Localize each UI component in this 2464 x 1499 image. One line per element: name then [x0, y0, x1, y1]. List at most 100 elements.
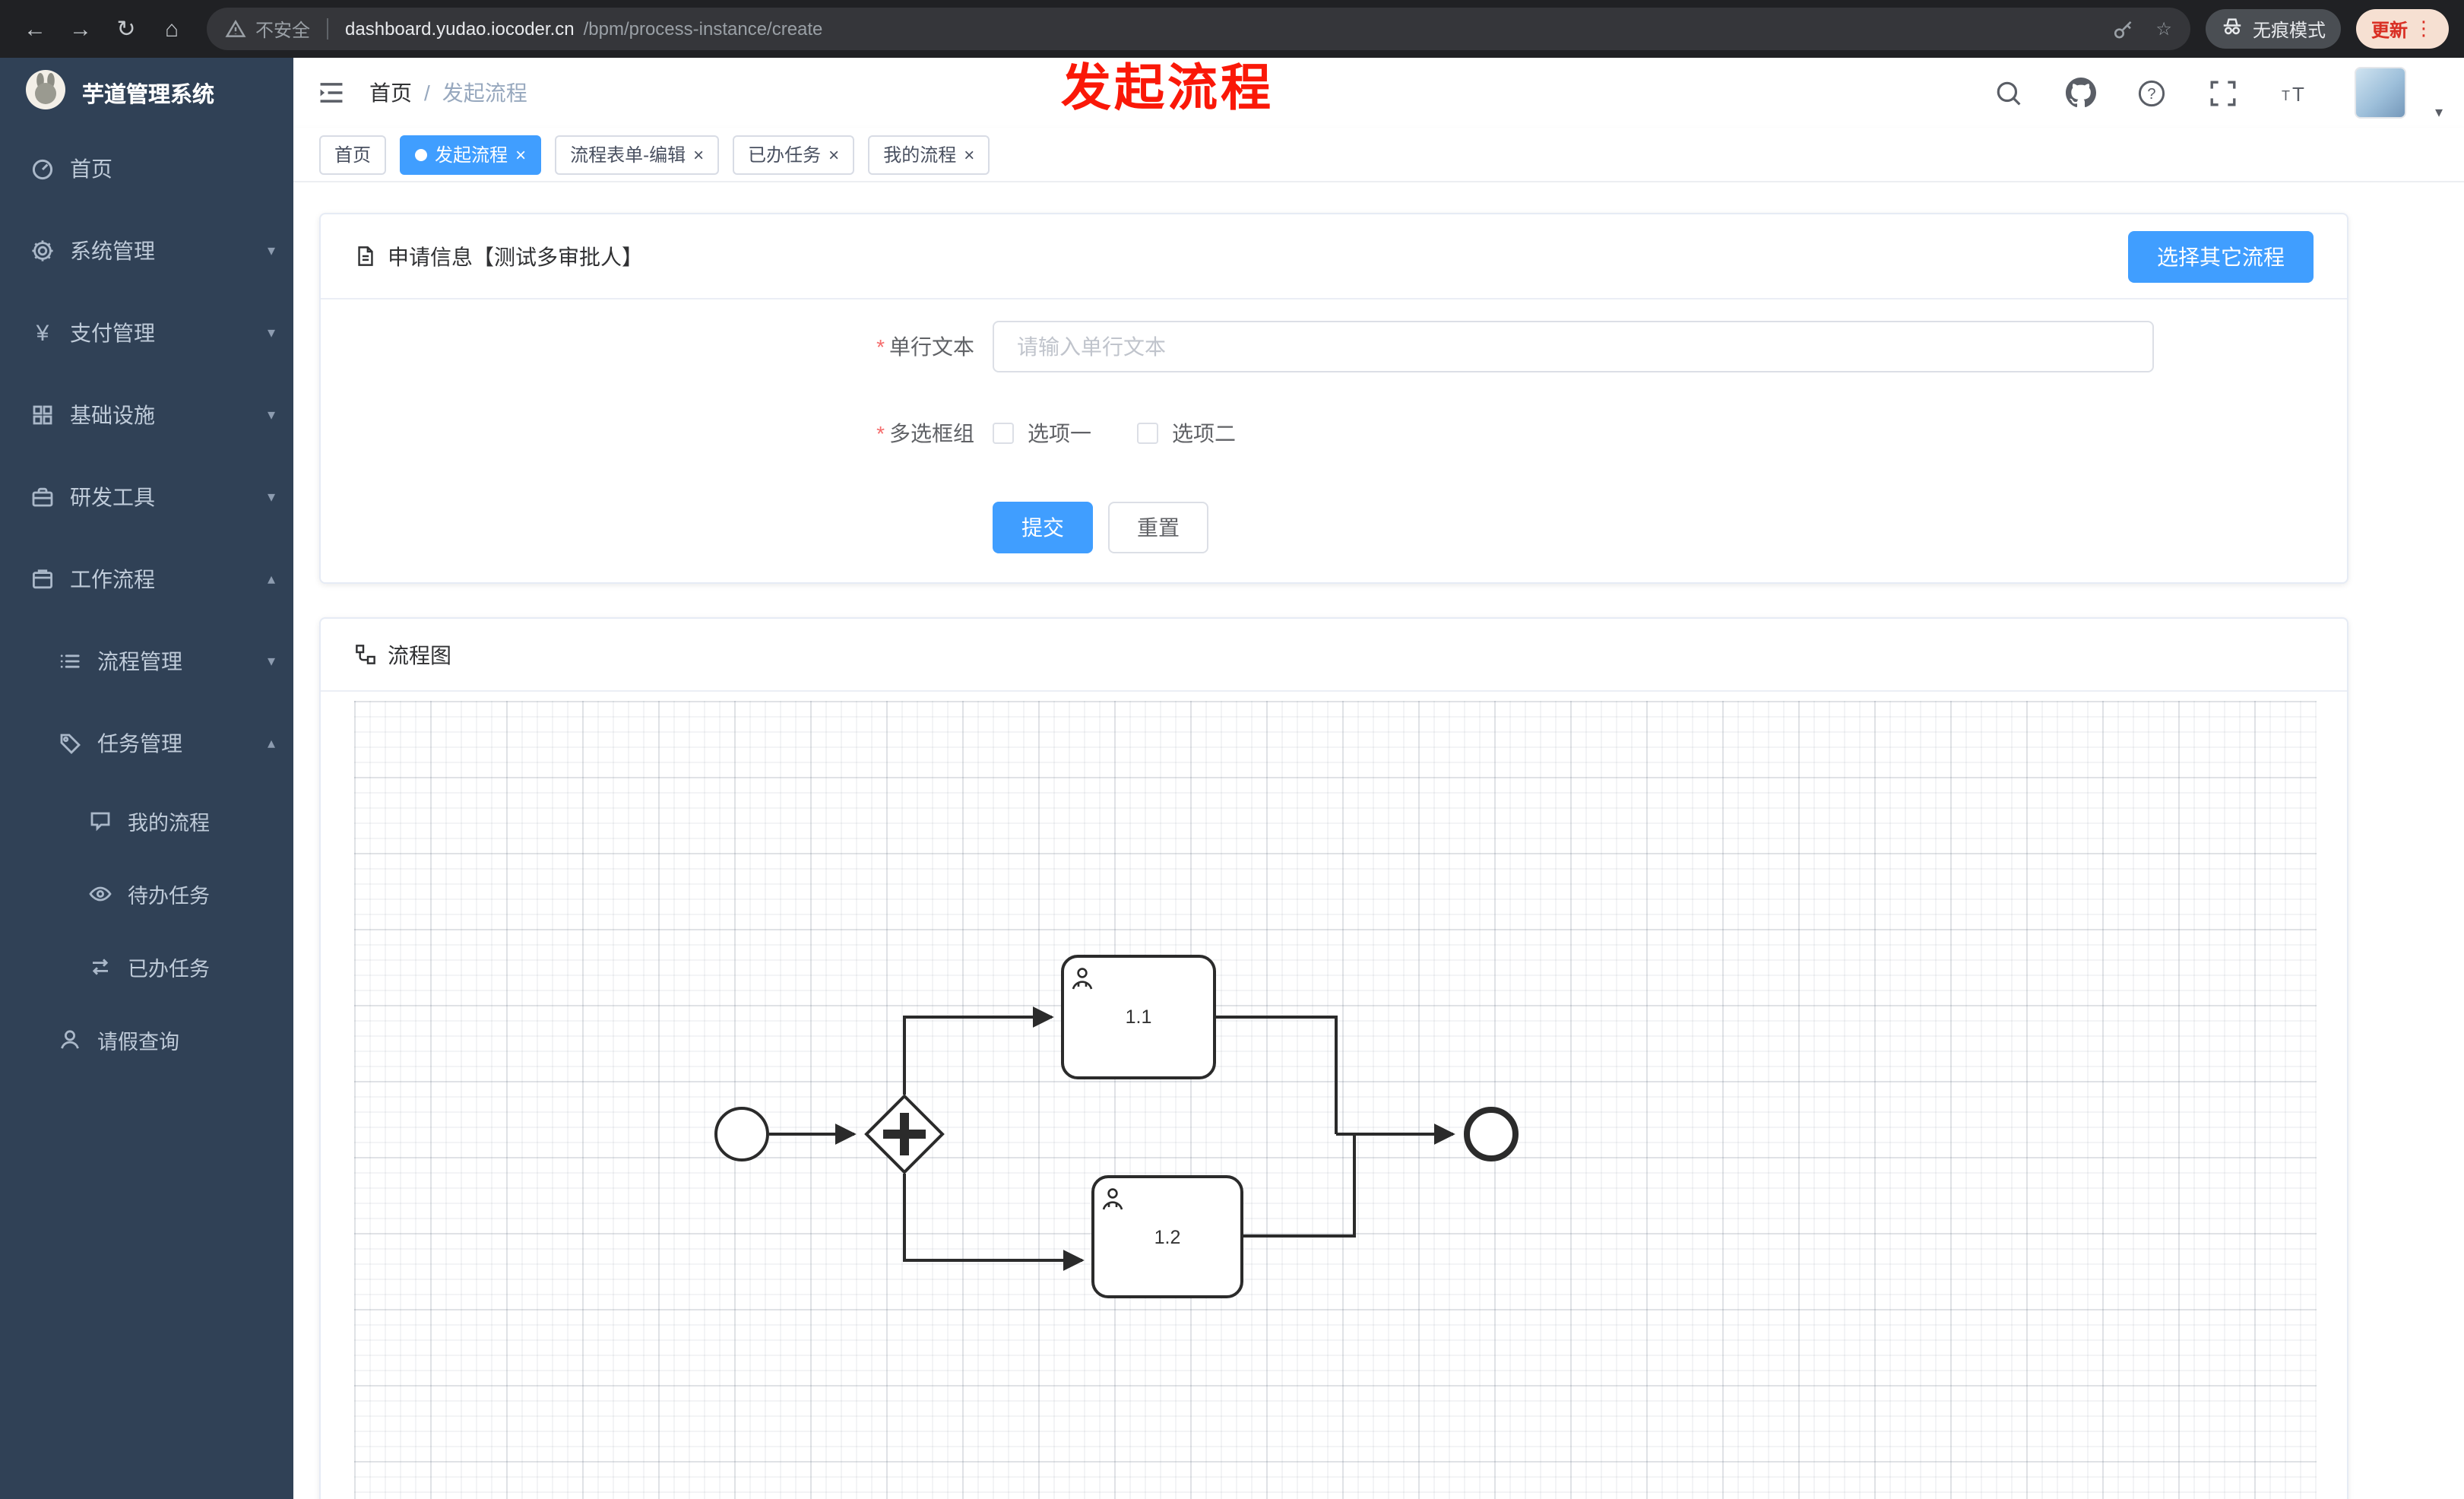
checkbox-icon[interactable]	[993, 423, 1014, 444]
update-button[interactable]: 更新 ⋮	[2355, 9, 2449, 49]
task-1-1-label: 1.1	[1126, 1006, 1152, 1028]
tab-done-tasks[interactable]: 已办任务 ×	[733, 135, 855, 174]
checkbox-option-2[interactable]: 选项二	[1137, 418, 1236, 448]
sidebar-item-workflow[interactable]: 工作流程 ▴	[0, 538, 293, 620]
app-logo-row[interactable]: 芋道管理系统	[0, 58, 293, 128]
end-event[interactable]	[1464, 1107, 1519, 1161]
incognito-icon	[2221, 15, 2244, 43]
sidebar-item-label: 系统管理	[70, 239, 155, 263]
apply-form: *单行文本 *多选框组 选项一 选项二	[321, 299, 2347, 553]
user-task-icon	[1102, 1188, 1123, 1210]
forward-icon[interactable]: →	[69, 16, 92, 42]
flow-gateway-to-task1[interactable]	[903, 1006, 1054, 1095]
help-icon[interactable]: ?	[2136, 76, 2169, 109]
text-field-label: *单行文本	[876, 334, 974, 359]
reset-button[interactable]: 重置	[1108, 502, 1208, 553]
breadcrumb-home[interactable]: 首页	[369, 81, 412, 105]
flow-task1-to-end[interactable]	[1215, 1016, 1338, 1134]
sidebar-item-payment[interactable]: ¥ 支付管理 ▾	[0, 292, 293, 374]
tab-my-processes[interactable]: 我的流程 ×	[868, 135, 990, 174]
checkbox-icon[interactable]	[1137, 423, 1158, 444]
flow-gateway-to-task2[interactable]	[903, 1174, 1085, 1271]
single-line-text-input[interactable]	[993, 321, 2154, 372]
sidebar-item-devtools[interactable]: 研发工具 ▾	[0, 456, 293, 538]
home-icon[interactable]: ⌂	[164, 16, 179, 42]
sidebar-item-process-mgmt[interactable]: 流程管理 ▾	[0, 620, 293, 702]
checkbox-option-1[interactable]: 选项一	[993, 418, 1091, 448]
checkbox-field-label: *多选框组	[876, 421, 974, 445]
annotation-text: 发起流程	[1061, 59, 1274, 116]
close-icon[interactable]: ×	[964, 144, 975, 165]
start-event[interactable]	[714, 1107, 769, 1161]
apply-info-header: 申请信息【测试多审批人】 选择其它流程	[321, 214, 2347, 299]
user-task-1-2[interactable]	[1091, 1175, 1243, 1298]
sidebar-item-pending-tasks[interactable]: 待办任务	[0, 857, 293, 930]
user-task-1-1[interactable]	[1061, 955, 1216, 1079]
tab-start-process[interactable]: 发起流程 ×	[400, 135, 542, 174]
security-label: 不安全	[255, 19, 311, 40]
tab-label: 我的流程	[883, 144, 957, 166]
breadcrumb-current: 发起流程	[442, 81, 527, 105]
tab-label: 首页	[334, 144, 372, 166]
tab-home[interactable]: 首页	[319, 135, 387, 174]
flow-icon	[354, 643, 377, 666]
sidebar-item-system[interactable]: 系统管理 ▾	[0, 210, 293, 292]
avatar-dropdown-icon[interactable]: ▾	[2434, 105, 2443, 122]
svg-text:T: T	[2282, 87, 2290, 103]
document-icon	[354, 245, 377, 268]
close-icon[interactable]: ×	[515, 144, 527, 165]
collapse-sidebar-icon[interactable]	[315, 76, 348, 109]
incognito-label: 无痕模式	[2252, 19, 2326, 40]
apply-info-card: 申请信息【测试多审批人】 选择其它流程 *单行文本 *多选框组 选项一	[319, 213, 2348, 584]
choose-other-process-button[interactable]: 选择其它流程	[2128, 230, 2314, 282]
reload-icon[interactable]: ↻	[116, 17, 136, 43]
search-icon[interactable]	[1993, 76, 2026, 109]
tag-icon	[58, 731, 82, 756]
checkbox-group: 选项一 选项二	[993, 418, 1236, 448]
back-icon[interactable]: ←	[24, 16, 46, 42]
chevron-up-icon: ▴	[267, 735, 275, 752]
avatar[interactable]	[2354, 67, 2406, 119]
fullscreen-icon[interactable]	[2207, 76, 2241, 109]
breadcrumb: 首页 / 发起流程	[369, 78, 527, 108]
sidebar-item-label: 工作流程	[70, 567, 155, 591]
submit-button[interactable]: 提交	[993, 502, 1093, 553]
star-icon[interactable]: ☆	[2155, 18, 2172, 40]
sidebar-item-label: 基础设施	[70, 403, 155, 427]
close-icon[interactable]: ×	[693, 144, 705, 165]
bpmn-diagram: 1.1 1.2	[714, 955, 1519, 1298]
chat-icon	[88, 809, 112, 833]
app-title: 芋道管理系统	[82, 83, 214, 107]
sidebar-item-task-mgmt[interactable]: 任务管理 ▴	[0, 702, 293, 784]
sidebar-item-home[interactable]: 首页	[0, 128, 293, 210]
list-icon	[58, 649, 82, 673]
chevron-up-icon: ▴	[267, 571, 275, 588]
update-label: 更新	[2371, 19, 2408, 40]
github-icon[interactable]	[2064, 76, 2098, 109]
flow-task2-to-end[interactable]	[1242, 1134, 1356, 1238]
dashboard-icon	[30, 157, 55, 181]
tab-bar: 首页 发起流程 × 流程表单-编辑 × 已办任务 × 我的流程 ×	[293, 128, 2464, 182]
grid-icon	[30, 403, 55, 427]
close-icon[interactable]: ×	[828, 144, 840, 165]
sidebar-item-label: 请假查询	[97, 1031, 179, 1054]
url-host: dashboard.yudao.iocoder.cn	[345, 18, 575, 40]
tab-process-form-edit[interactable]: 流程表单-编辑 ×	[555, 135, 720, 174]
bpmn-canvas[interactable]: 1.1 1.2	[354, 701, 2317, 1499]
sidebar-item-label: 研发工具	[70, 485, 155, 509]
sidebar-item-my-processes[interactable]: 我的流程	[0, 784, 293, 857]
workflow-icon	[30, 567, 55, 591]
required-marker: *	[876, 334, 885, 359]
key-icon[interactable]	[2111, 17, 2134, 40]
svg-text:T: T	[2292, 82, 2304, 105]
process-diagram-header: 流程图	[321, 619, 2347, 692]
warning-icon	[225, 18, 246, 40]
sidebar-item-infra[interactable]: 基础设施 ▾	[0, 374, 293, 456]
sidebar-item-leave-query[interactable]: 请假查询	[0, 1003, 293, 1076]
sidebar-item-label: 我的流程	[128, 812, 210, 835]
address-bar[interactable]: 不安全 dashboard.yudao.iocoder.cn/bpm/proce…	[207, 8, 2190, 50]
chevron-down-icon: ▾	[267, 242, 275, 259]
browser-menu-icon[interactable]: ⋮	[2414, 17, 2434, 40]
sidebar-item-done-tasks[interactable]: 已办任务	[0, 930, 293, 1003]
